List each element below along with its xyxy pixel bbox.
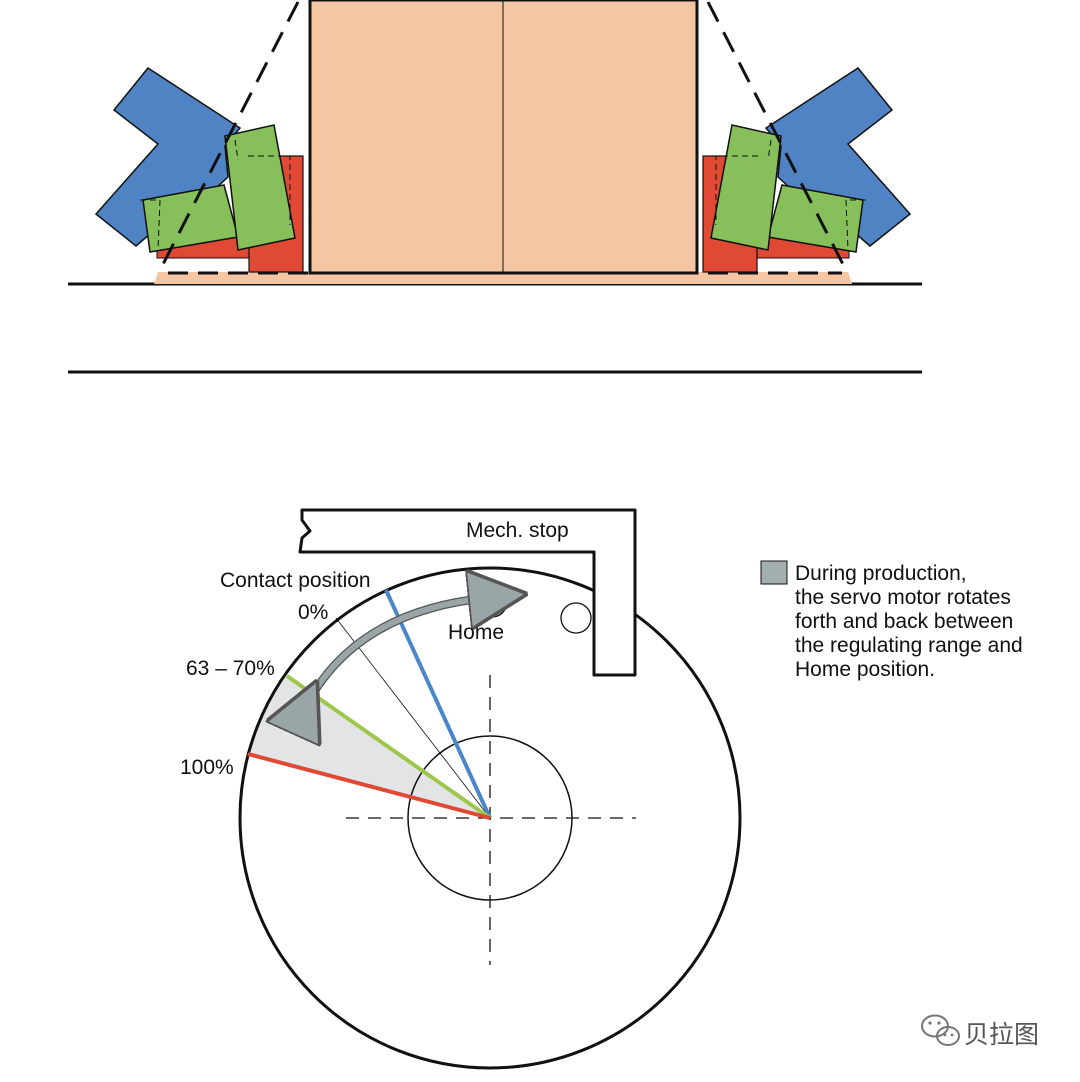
- left-green-block: [224, 124, 296, 251]
- home-label: Home: [448, 621, 504, 644]
- regulating-range-sector: [248, 676, 490, 818]
- legend-line-4: the regulating range and: [795, 634, 1023, 657]
- legend-line-2: the servo motor rotates: [795, 586, 1011, 609]
- legend-line-3: forth and back between: [795, 610, 1013, 633]
- left-clamp: [94, 1, 304, 275]
- servo-disc-diagram: Mech. stop Contact position 0% 63 – 70% …: [180, 508, 742, 1070]
- rotation-arrow-fill: [300, 598, 486, 718]
- range-percent-label: 63 – 70%: [186, 657, 275, 680]
- mech-stop-label: Mech. stop: [466, 519, 569, 542]
- zero-percent-label: 0%: [298, 601, 328, 624]
- clamp-assembly: [68, 0, 922, 374]
- hundred-percent-line: [247, 752, 491, 820]
- legend-line-5: Home position.: [795, 658, 935, 681]
- legend-swatch: [760, 560, 788, 585]
- pin-circle: [560, 602, 592, 634]
- right-hidden-edge: [715, 139, 866, 251]
- base-strip: [154, 272, 852, 284]
- hundred-percent-label: 100%: [180, 756, 234, 779]
- watermark: 贝拉图: [921, 1014, 1039, 1049]
- left-hidden-edge: [140, 139, 291, 251]
- right-green-block: [710, 124, 782, 251]
- watermark-text: 贝拉图: [964, 1020, 1039, 1049]
- legend-line-1: During production,: [795, 562, 967, 585]
- wechat-icon: [921, 1014, 960, 1046]
- right-clamp: [702, 1, 912, 275]
- mech-stop-bracket: [298, 508, 637, 677]
- left-dashed-swing: [156, 1, 300, 275]
- legend: During production, the servo motor rotat…: [760, 560, 1023, 681]
- contact-position-label: Contact position: [220, 569, 371, 592]
- right-dashed-swing: [706, 1, 850, 275]
